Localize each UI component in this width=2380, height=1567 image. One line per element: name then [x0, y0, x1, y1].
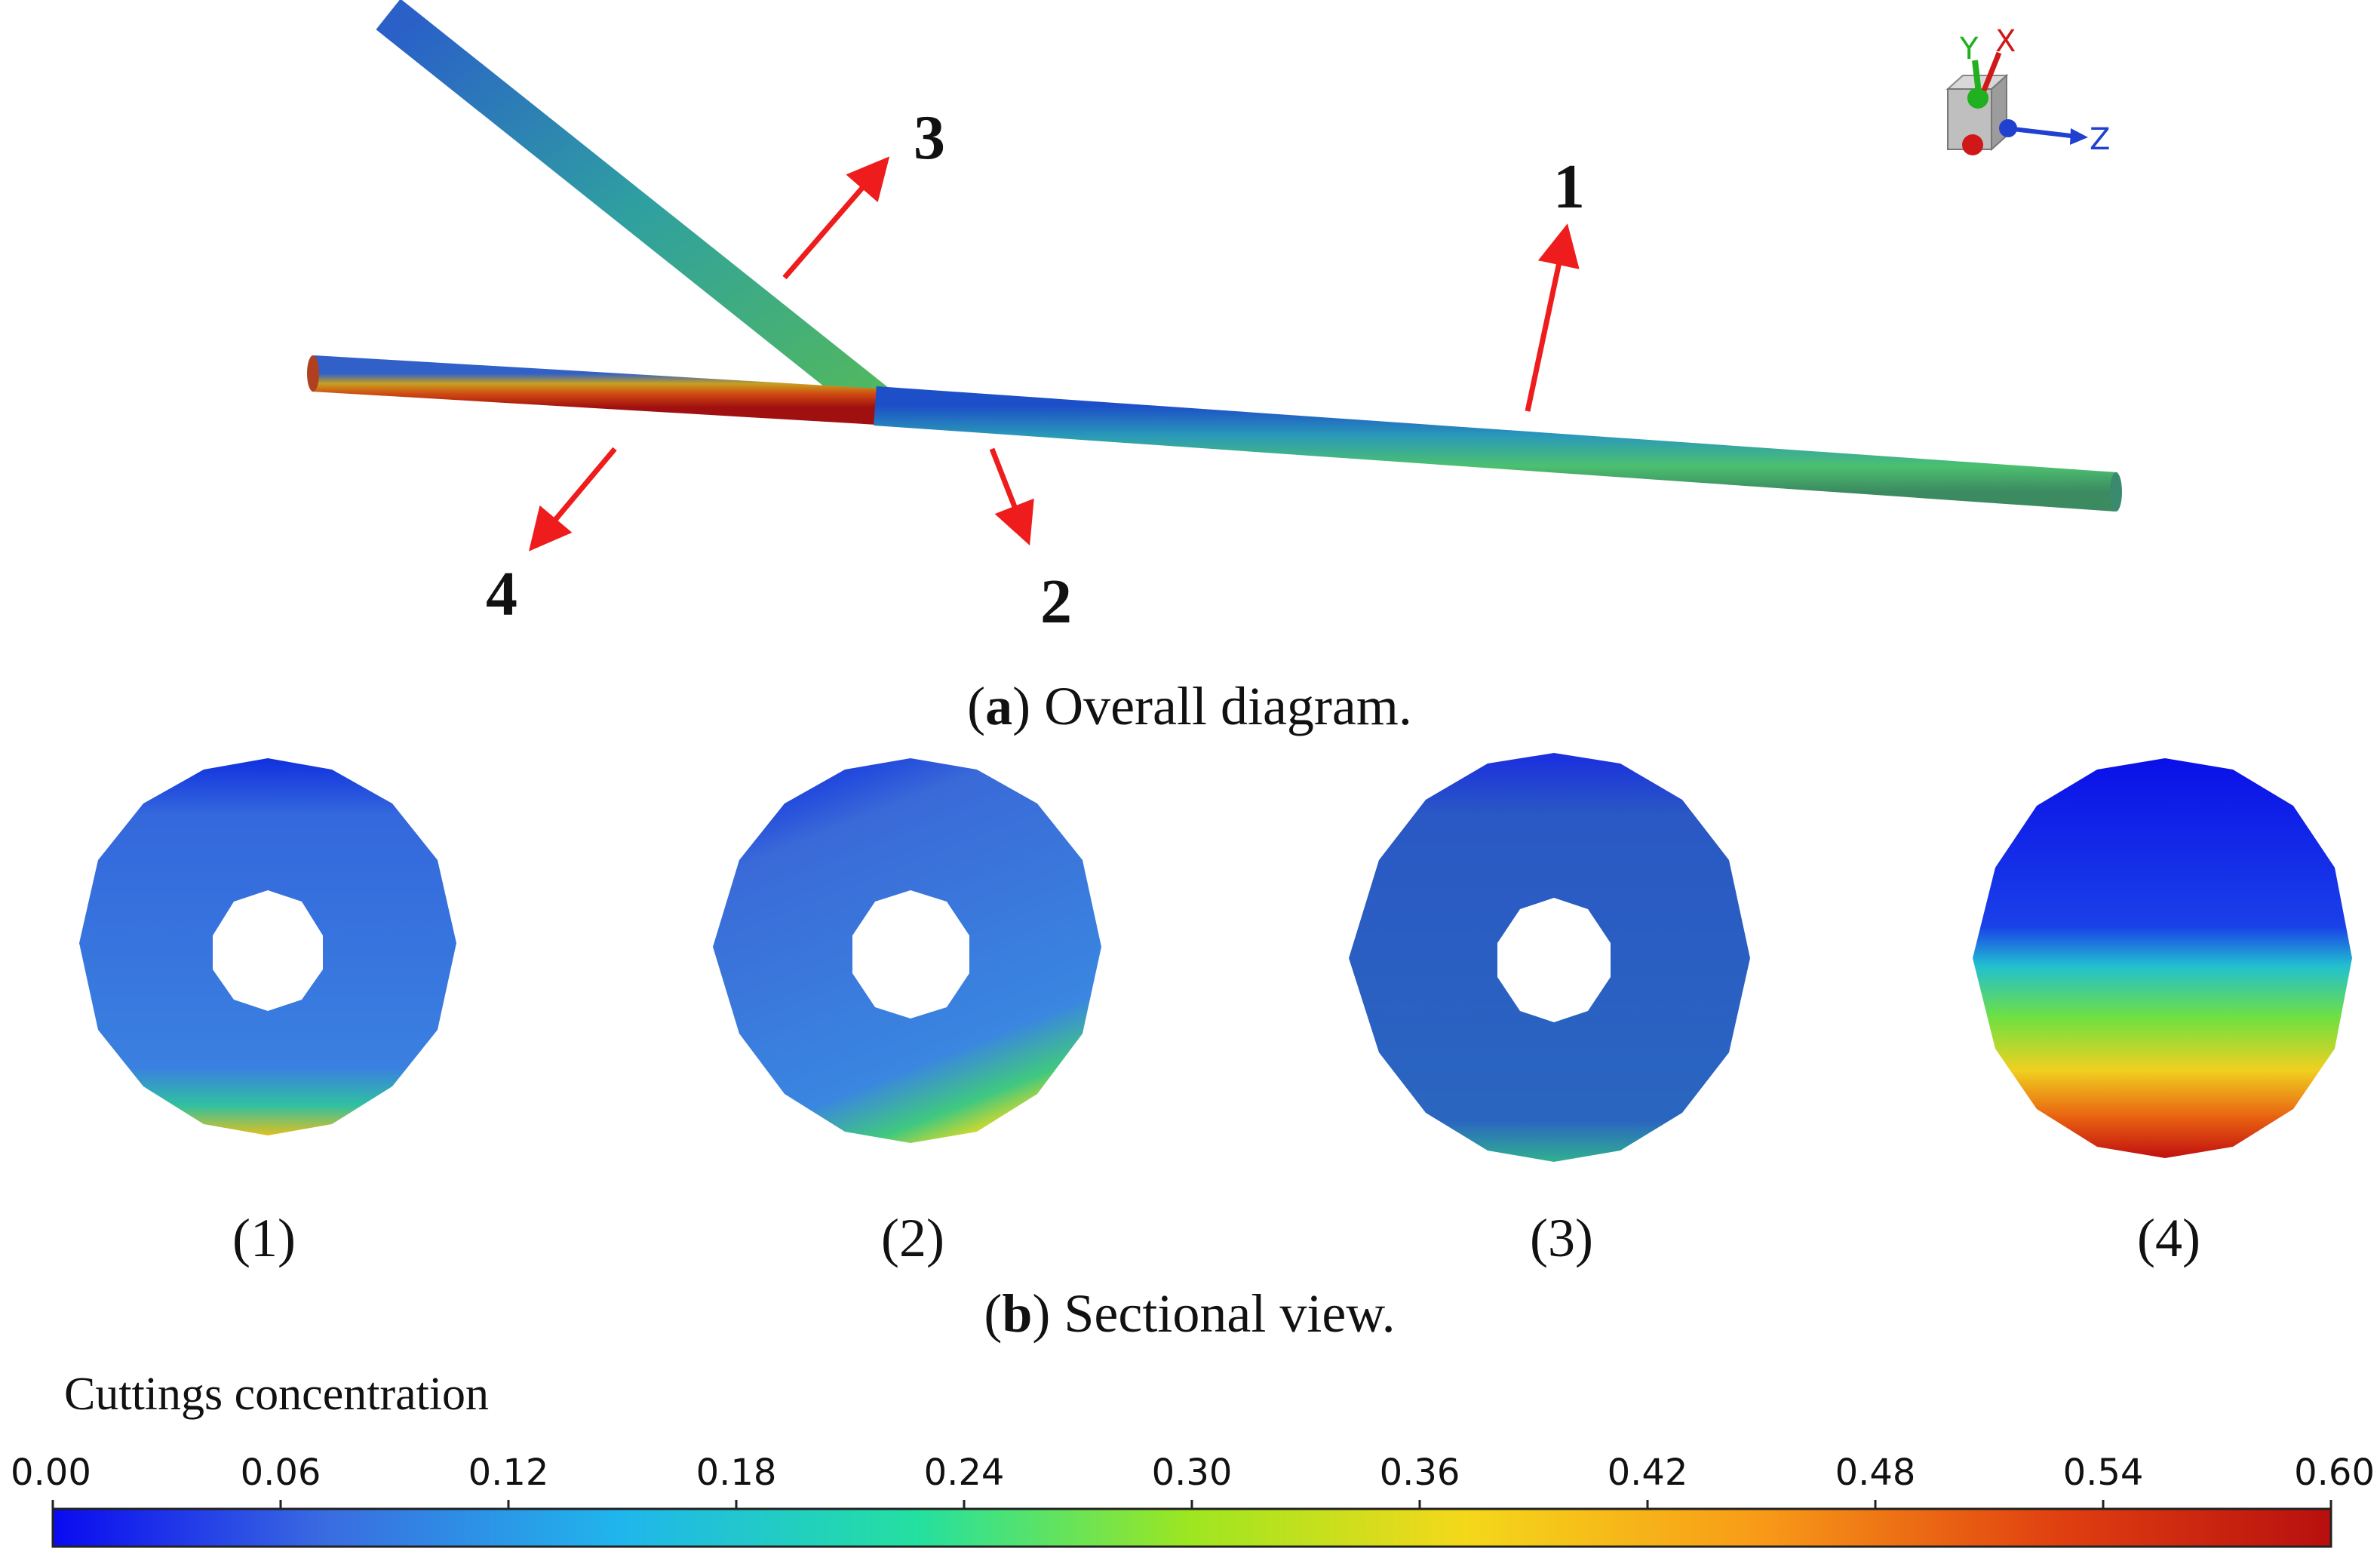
- colorbar-tick-label: 0.36: [1380, 1452, 1460, 1494]
- section-2: [713, 758, 1101, 1143]
- section-4: [1973, 758, 2352, 1158]
- axis-label-y: Y: [1959, 32, 1979, 66]
- axis-triad: Y X Z: [1945, 24, 2110, 157]
- arrow-4: [528, 447, 617, 552]
- colorbar-bar: [51, 1507, 2332, 1548]
- main-pipe-left: [312, 355, 892, 426]
- colorbar-tick-label: 0.24: [924, 1452, 1005, 1494]
- branch-pipe: [376, 0, 895, 424]
- section-1-bore: [213, 890, 323, 1011]
- axis-z-head: [2070, 128, 2088, 145]
- section-label-1: (1): [232, 1208, 296, 1268]
- axis-x-line: [1981, 51, 2002, 92]
- caption-b: (b) Sectional view.: [984, 1283, 1395, 1344]
- pipe-assembly: [307, 0, 2122, 512]
- colorbar-tick-label: 0.30: [1152, 1452, 1233, 1494]
- colorbar-title: Cuttings concentration: [64, 1369, 489, 1420]
- pipe-end-cap: [2110, 472, 2122, 512]
- section-label-3: (3): [1530, 1208, 1593, 1268]
- arrow-label-4: 4: [486, 559, 517, 629]
- section-3: [1349, 753, 1750, 1162]
- colorbar-tick-label: 0.12: [468, 1452, 549, 1494]
- section-1: [79, 758, 456, 1135]
- colorbar-tick-label: 0.48: [1835, 1452, 1916, 1494]
- colorbar-tick-label: 0.54: [2063, 1452, 2144, 1494]
- axis-label-z: Z: [2090, 122, 2110, 157]
- colorbar-tick-label: 0.42: [1608, 1452, 1688, 1494]
- section-4-disc: [1973, 758, 2352, 1158]
- axis-cube-side: [1991, 73, 2007, 152]
- section-arrows: [528, 156, 1580, 552]
- arrow-label-1: 1: [1553, 152, 1585, 222]
- axis-z-line: [2006, 126, 2071, 138]
- arrow-label-3: 3: [914, 103, 945, 173]
- section-2-bore: [852, 890, 969, 1019]
- arrow-3: [782, 156, 890, 280]
- colorbar-tick-label: 0.18: [696, 1452, 777, 1494]
- caption-a: (a) Overall diagram.: [967, 676, 1412, 736]
- arrow-2: [989, 447, 1034, 546]
- pipe-start-cap: [307, 355, 319, 392]
- axis-z-knob: [1999, 119, 2017, 137]
- arrow-label-2: 2: [1040, 567, 1072, 637]
- axis-origin-dot: [1962, 134, 1983, 155]
- section-label-2: (2): [881, 1208, 944, 1268]
- colorbar-tick-label: 0.06: [241, 1452, 321, 1494]
- colorbar-tick-label: 0.60: [2294, 1452, 2375, 1494]
- arrow-1: [1525, 223, 1580, 412]
- section-3-bore: [1497, 898, 1611, 1022]
- axis-label-x: X: [1995, 24, 2016, 59]
- axis-y-knob: [1967, 88, 1988, 109]
- colorbar-tick-label: 0.00: [11, 1452, 91, 1494]
- colorbar-ticks: 0.00 0.06 0.12 0.18 0.24 0.30 0.36 0.42 0.48 0.54…: [11, 1452, 2375, 1509]
- section-label-4: (4): [2137, 1208, 2200, 1268]
- main-pipe-right: [874, 386, 2117, 512]
